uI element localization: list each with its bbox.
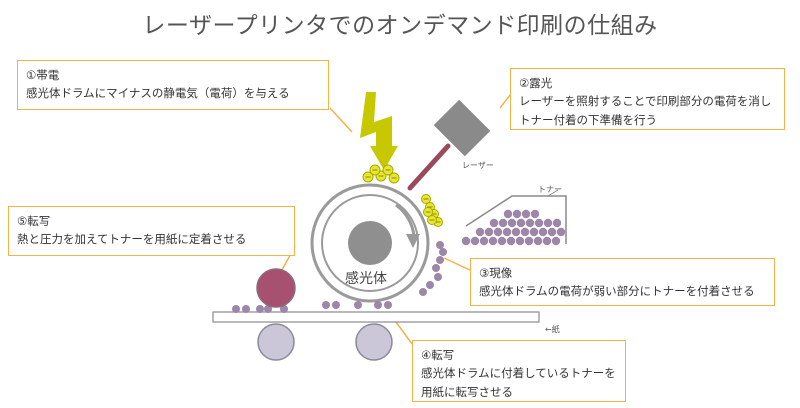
toner-particle <box>529 227 539 237</box>
toner-particle <box>534 218 544 228</box>
toner-particle <box>542 236 552 246</box>
callout-body: 感光体ドラムにマイナスの静電気（電荷）を与える <box>26 86 290 101</box>
toner-particle <box>332 301 340 309</box>
toner-particle <box>525 218 535 228</box>
callout-charge: ①帯電 感光体ドラムにマイナスの静電気（電荷）を与える <box>17 60 329 110</box>
page-title: レーザープリンタでのオンデマンド印刷の仕組み <box>142 13 658 39</box>
toner-particle <box>489 218 499 228</box>
callout-body: レーザーを照射することで印刷部分の電荷を消し トナー付着の下準備を行う <box>519 94 772 127</box>
toner-particle <box>551 236 561 246</box>
toner-particle <box>461 236 471 246</box>
toner-particle <box>538 227 548 237</box>
laser-beam <box>407 143 451 191</box>
toner-particle <box>419 288 427 296</box>
toner-particle <box>516 218 526 228</box>
paper-label: ←紙 <box>545 325 560 334</box>
drum-label: 感光体 <box>345 271 387 287</box>
toner-particle <box>384 301 392 309</box>
toner-on-paper <box>232 301 392 313</box>
toner-particle <box>479 236 489 246</box>
toner-particle <box>533 236 543 246</box>
callout-body: 熱と圧力を加えてトナーを用紙に定着させる <box>17 232 247 247</box>
callout-heading: ①帯電 <box>26 68 60 82</box>
toner-particle <box>232 305 240 313</box>
toner-particle <box>470 236 480 246</box>
toner-particle <box>502 227 512 237</box>
toner-particle <box>264 305 272 313</box>
toner-particle <box>507 218 517 228</box>
toner-particle <box>432 264 440 272</box>
toner-particle <box>515 236 525 246</box>
pressure-roller-right <box>355 323 393 361</box>
toner-particle <box>256 305 264 313</box>
toner-particle <box>354 301 362 309</box>
toner-particle <box>493 227 503 237</box>
toner-particle <box>484 227 494 237</box>
callout-fix: ⑤転写 熱と圧力を加えてトナーを用紙に定着させる <box>8 206 295 256</box>
charge-particles-right <box>421 194 443 227</box>
callout-body: 感光体ドラムに付着しているトナーを 用紙に転写させる <box>421 366 616 399</box>
toner-particle <box>280 305 288 313</box>
toner-particle <box>503 209 513 219</box>
toner-particle <box>530 209 540 219</box>
toner-particle <box>512 209 522 219</box>
toner-particle <box>434 273 442 281</box>
toner-particle <box>242 305 250 313</box>
toner-particle <box>556 227 566 237</box>
callout-develop: ③現像 感光体ドラムの電荷が弱い部分にトナーを付着させる <box>470 258 775 306</box>
callout-heading: ②露光 <box>519 76 553 90</box>
charge-particles-top <box>362 164 400 184</box>
toner-particle <box>511 227 521 237</box>
toner-particle <box>475 227 485 237</box>
connector-develop <box>443 257 471 271</box>
callout-heading: ⑤転写 <box>17 214 51 228</box>
drum-core <box>348 221 392 265</box>
pressure-roller-left <box>257 323 295 361</box>
drum-inner-ring <box>321 194 419 292</box>
toner-particle <box>436 256 444 264</box>
fuser-roller <box>256 268 296 308</box>
callout-exposure: ②露光 レーザーを照射することで印刷部分の電荷を消し トナー付着の下準備を行う <box>510 68 785 130</box>
callout-transfer: ④転写 感光体ドラムに付着しているトナーを 用紙に転写させる <box>412 340 626 402</box>
callout-heading: ③現像 <box>479 266 513 280</box>
charge-bolt-icon <box>360 92 398 170</box>
toner-particle <box>436 241 444 249</box>
toner-particle <box>426 281 434 289</box>
toner-particle <box>552 218 562 228</box>
toner-hopper <box>465 195 567 244</box>
toner-label-leader <box>547 189 559 197</box>
toner-particle <box>521 209 531 219</box>
toner-particle <box>322 301 330 309</box>
toner-particle <box>497 236 507 246</box>
toner-label: トナー <box>538 185 562 194</box>
toner-particle <box>374 301 382 309</box>
callout-heading: ④転写 <box>421 348 455 362</box>
toner-particle <box>543 218 553 228</box>
connector-transfer <box>395 321 413 345</box>
toner-particle <box>488 236 498 246</box>
callout-body: 感光体ドラムの電荷が弱い部分にトナーを付着させる <box>479 284 755 299</box>
connector-exposure <box>499 94 511 109</box>
toner-particle <box>506 236 516 246</box>
toner-pile <box>461 209 566 246</box>
laser-label: レーザー <box>462 161 494 170</box>
toner-particle <box>547 227 557 237</box>
connector-charge <box>329 107 353 133</box>
toner-particle <box>498 218 508 228</box>
rotation-arrow-icon <box>395 203 416 237</box>
toner-particle <box>520 227 530 237</box>
toner-particle <box>524 236 534 246</box>
toner-particle <box>439 248 447 256</box>
laser-unit <box>433 99 491 157</box>
toner-on-drum <box>419 241 447 296</box>
paper-sheet <box>212 311 540 323</box>
rotation-arrowhead-icon <box>406 234 420 248</box>
